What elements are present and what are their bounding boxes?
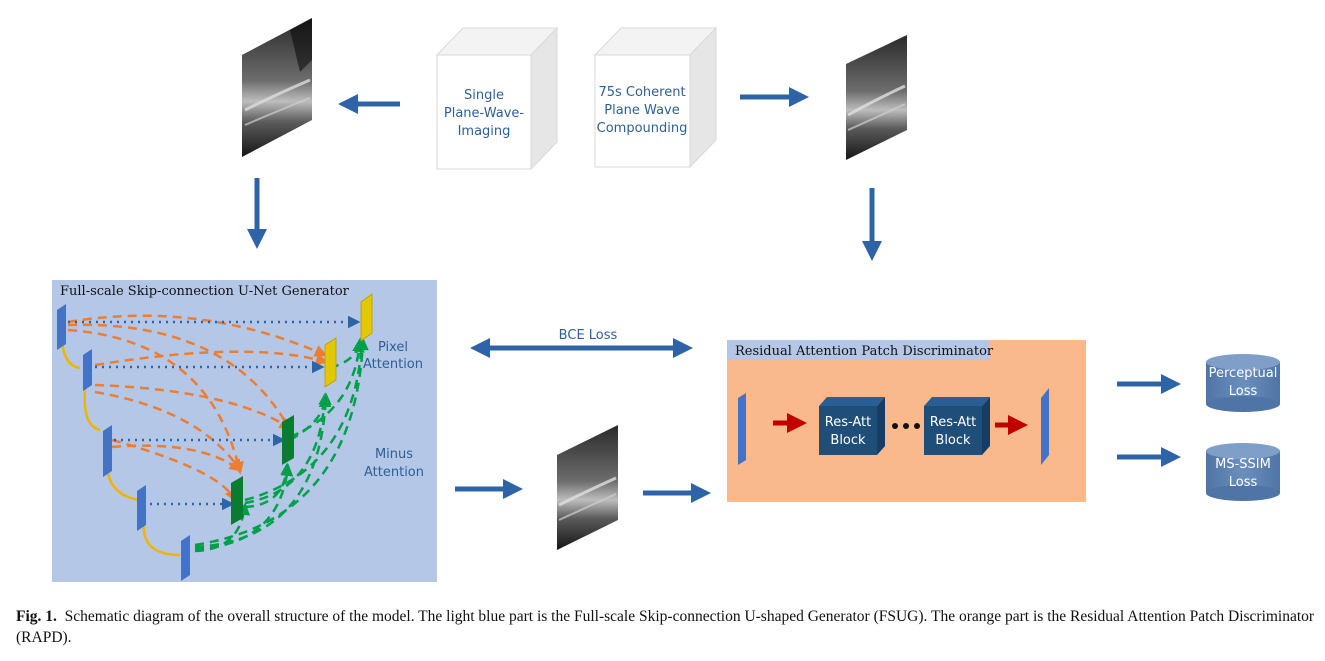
dotted-skip-connections <box>68 315 361 511</box>
ultrasound-image-input <box>242 18 312 157</box>
msssim-loss-cylinder: MS-SSIM Loss <box>1206 443 1280 501</box>
figure-caption: Fig. 1. Schematic diagram of the overall… <box>16 606 1316 648</box>
coherent-compounding-cube: 75s Coherent Plane Wave Compounding <box>593 26 718 169</box>
caption-label: Fig. 1. <box>16 608 57 625</box>
pixel-attention-line-1: Pixel <box>378 340 408 355</box>
msssim-line-1: MS-SSIM <box>1215 457 1271 472</box>
bce-loss-label: BCE Loss <box>559 328 618 343</box>
res-att-block-1: Res-Att Block <box>819 397 885 455</box>
res-att-block-2: Res-Att Block <box>924 397 990 455</box>
orange-skip-connections <box>67 314 329 503</box>
decoder-feature-maps <box>231 415 294 525</box>
perceptual-loss-cylinder: Perceptual Loss <box>1206 354 1280 412</box>
block2-line-1: Res-Att <box>930 415 976 430</box>
compounding-line-3: Compounding <box>597 121 688 136</box>
generator-title: Full-scale Skip-connection U-Net Generat… <box>60 284 350 299</box>
discriminator-title: Residual Attention Patch Discriminator <box>735 344 994 359</box>
msssim-line-2: Loss <box>1229 475 1258 490</box>
disc-output-feature-map <box>1041 388 1049 465</box>
pixel-attention-blocks <box>324 293 373 388</box>
compounding-line-1: 75s Coherent <box>598 85 685 100</box>
block1-line-1: Res-Att <box>825 415 871 430</box>
generator-box: Full-scale Skip-connection U-Net Generat… <box>52 280 437 582</box>
ellipsis-dots <box>892 423 920 429</box>
single-pw-line-1: Single <box>464 88 504 103</box>
discriminator-box: Residual Attention Patch Discriminator R… <box>727 340 1086 502</box>
disc-input-feature-map <box>738 393 746 465</box>
block2-line-2: Block <box>935 433 971 448</box>
encoder-feature-maps <box>57 304 190 581</box>
ultrasound-image-generated <box>557 425 618 550</box>
single-plane-wave-imaging-cube: Single Plane-Wave- Imaging <box>435 26 559 171</box>
model-diagram: Single Plane-Wave- Imaging 75s Coherent … <box>52 18 1280 582</box>
caption-text: Schematic diagram of the overall structu… <box>16 608 1315 646</box>
single-pw-line-2: Plane-Wave- <box>444 106 524 121</box>
flow-arrows <box>247 87 1181 503</box>
minus-attention-line-2: Attention <box>364 465 424 480</box>
perceptual-line-1: Perceptual <box>1209 366 1278 381</box>
ultrasound-image-target <box>846 35 907 160</box>
pixel-attention-line-2: Attention <box>363 357 423 372</box>
green-skip-connections <box>194 337 369 553</box>
minus-attention-line-1: Minus <box>375 447 413 462</box>
perceptual-line-2: Loss <box>1229 384 1258 399</box>
block1-line-2: Block <box>830 433 866 448</box>
compounding-line-2: Plane Wave <box>604 103 679 118</box>
single-pw-line-3: Imaging <box>458 124 511 139</box>
